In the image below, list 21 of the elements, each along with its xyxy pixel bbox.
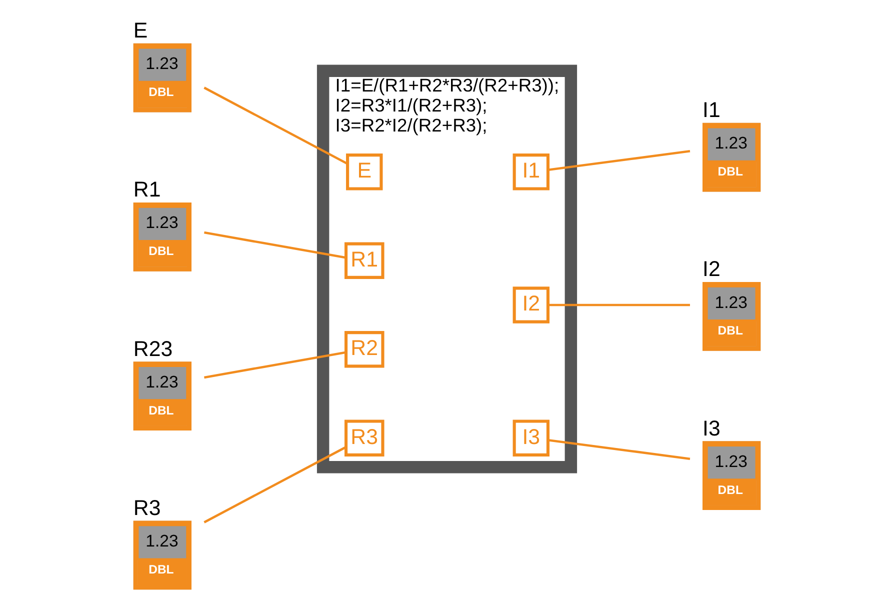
node-label: I1: [702, 98, 720, 122]
node-label: R1: [132, 178, 160, 202]
connector: [204, 231, 346, 259]
node-box: R1: [344, 242, 384, 279]
connector: [204, 351, 346, 379]
node-label: E: [132, 18, 148, 43]
node-label: I2: [702, 257, 720, 282]
node-box: I1: [512, 154, 549, 190]
connector: [548, 304, 690, 306]
node-label: I3: [702, 416, 720, 440]
connector: [548, 439, 690, 460]
node-box: I2: [512, 286, 549, 324]
connector: [203, 446, 346, 524]
node-box: E: [346, 154, 382, 190]
connector: [203, 86, 348, 165]
node-box: R3: [344, 420, 384, 456]
node-box: R2: [344, 331, 384, 368]
node-box: I3: [512, 420, 549, 456]
node-label: R23: [132, 336, 172, 361]
connector: [548, 150, 690, 171]
node-label: R3: [132, 496, 160, 520]
